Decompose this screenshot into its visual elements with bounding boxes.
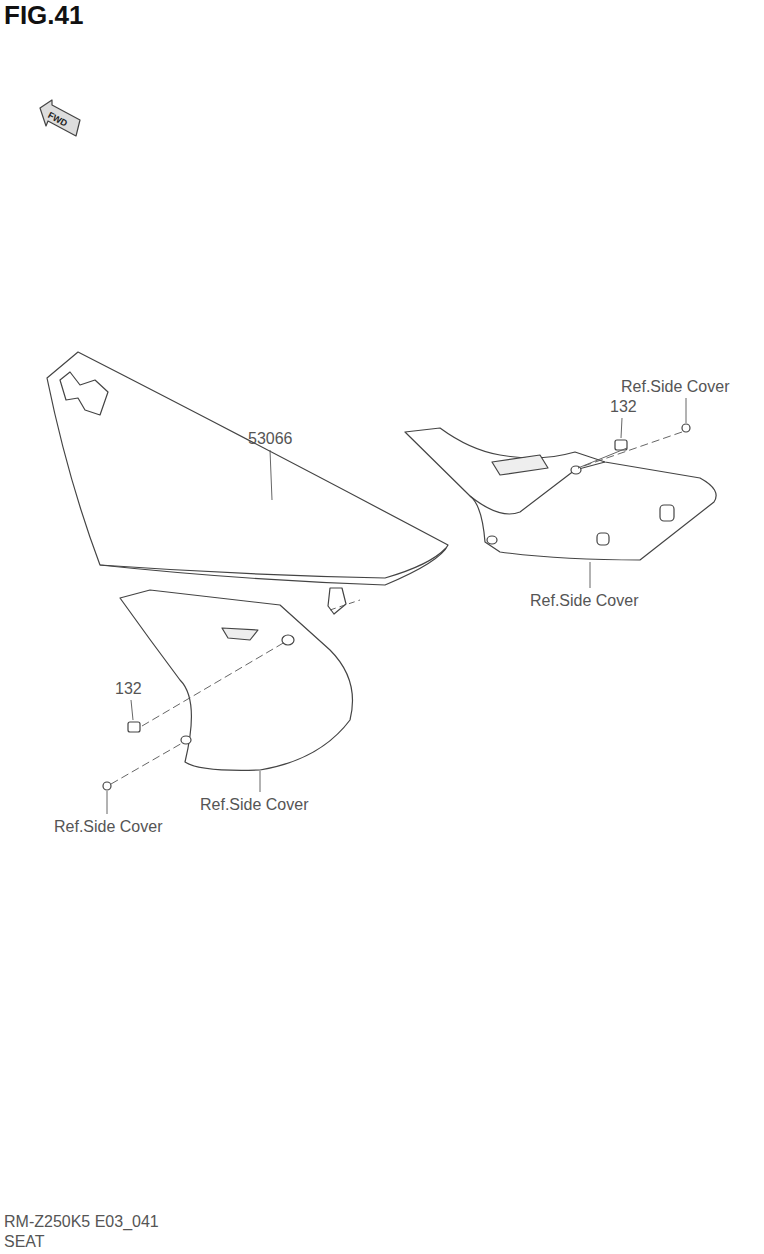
part-reference: Ref.Side Cover <box>54 818 163 836</box>
callout-number: 53066 <box>248 430 293 448</box>
diagram-code: RM-Z250K5 E03_041 <box>4 1213 159 1231</box>
callout-number: 132 <box>115 680 142 698</box>
figure-title: FIG.41 <box>4 0 83 30</box>
part-reference: Ref.Side Cover <box>530 592 639 610</box>
part-reference: Ref.Side Cover <box>200 796 309 814</box>
callout-number: 132 <box>610 398 637 416</box>
part-reference: Ref.Side Cover <box>621 378 730 396</box>
diagram-caption: SEAT <box>4 1233 45 1251</box>
